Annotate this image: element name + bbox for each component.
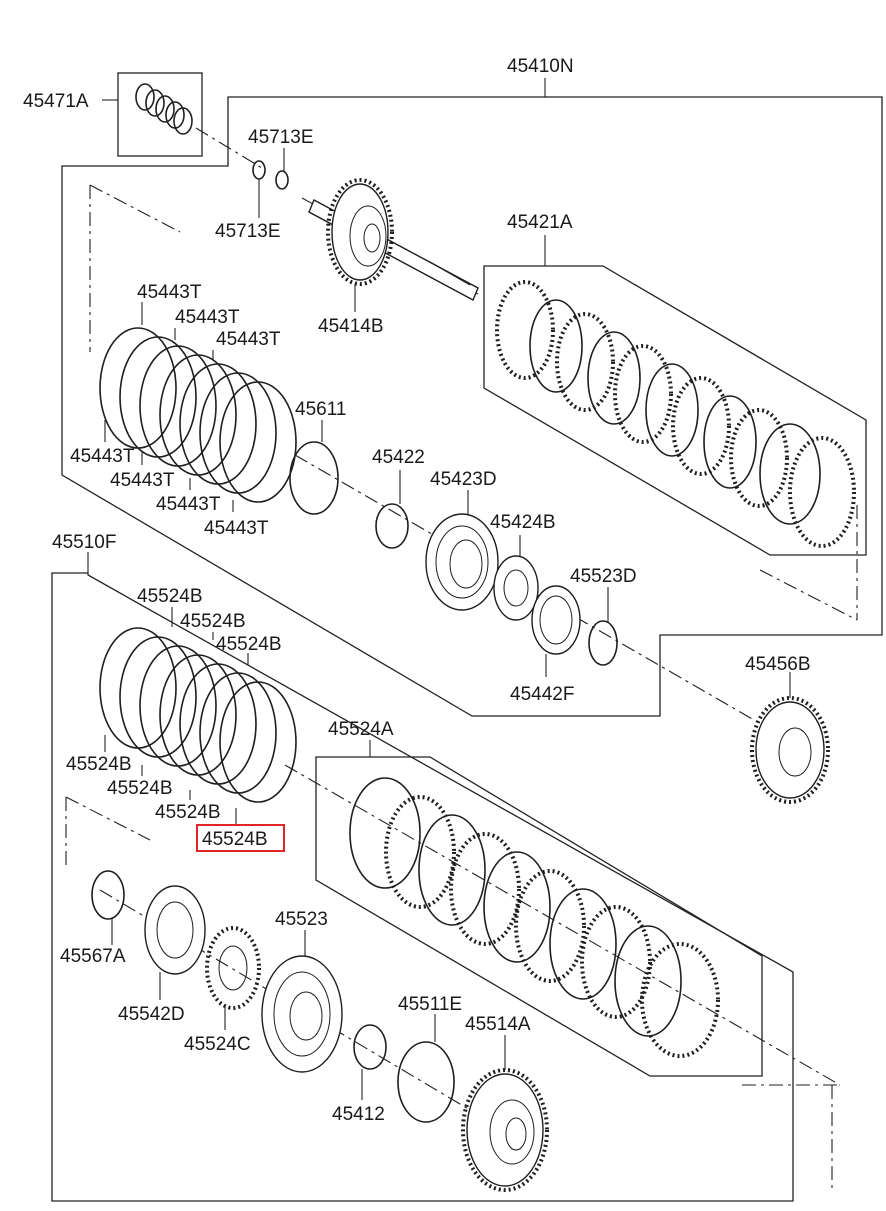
assembly-outline-45510F [51, 572, 794, 1202]
part-ring-45713E-a [252, 160, 266, 180]
callout-45443T-5[interactable]: 45443T [110, 470, 175, 491]
callout-45523[interactable]: 45523 [275, 909, 328, 930]
callout-45524C[interactable]: 45524C [184, 1034, 251, 1055]
callout-45414B[interactable]: 45414B [318, 316, 384, 337]
callout-45524B-5[interactable]: 45524B [107, 778, 173, 799]
part-ring-45511E [397, 1041, 455, 1123]
callout-45514A[interactable]: 45514A [465, 1014, 531, 1035]
part-ring-45422 [375, 503, 409, 549]
callout-45456B[interactable]: 45456B [745, 654, 811, 675]
callout-45443T-6[interactable]: 45443T [156, 494, 221, 515]
part-ring-45713E-b [275, 170, 289, 190]
callout-45443T-1[interactable]: 45443T [137, 282, 202, 303]
callout-45510F[interactable]: 45510F [52, 532, 116, 553]
callout-45423D[interactable]: 45423D [430, 469, 497, 490]
part-piston-45523 [261, 955, 343, 1073]
callout-45443T-2[interactable]: 45443T [175, 307, 240, 328]
assembly-outline-45410N [61, 96, 883, 717]
callout-45410N[interactable]: 45410N [507, 56, 574, 77]
callout-45524B-6[interactable]: 45524B [155, 802, 221, 823]
part-seal-rings-45443T [99, 327, 297, 503]
callout-45422[interactable]: 45422 [372, 447, 425, 468]
part-ring-45412 [353, 1024, 387, 1070]
callout-45511E[interactable]: 45511E [398, 994, 462, 1015]
callout-45443T-7[interactable]: 45443T [204, 518, 269, 539]
callout-45421A[interactable]: 45421A [507, 212, 573, 233]
callout-45524B-3[interactable]: 45524B [216, 634, 282, 655]
callout-45412[interactable]: 45412 [332, 1104, 385, 1125]
part-spring-45524C [205, 926, 261, 1010]
callout-45524B-highlight[interactable]: 45524B [202, 829, 268, 850]
part-retainer-45424B [493, 555, 539, 621]
part-seal-rings-45524B [99, 627, 297, 803]
part-spring-45471A [135, 83, 193, 135]
part-plate-45542D [144, 885, 206, 975]
callout-45713E-bottom[interactable]: 45713E [215, 221, 281, 242]
callout-45443T-3[interactable]: 45443T [216, 329, 281, 350]
callout-45567A[interactable]: 45567A [60, 946, 126, 967]
part-drum-45456B [750, 696, 830, 804]
callout-45471A[interactable]: 45471A [23, 91, 89, 112]
part-plate-45442F [531, 585, 581, 655]
part-ring-45567A [91, 870, 125, 920]
callout-45523D[interactable]: 45523D [570, 566, 637, 587]
callout-45442F[interactable]: 45442F [510, 684, 574, 705]
callout-45424B[interactable]: 45424B [490, 512, 556, 533]
assembly-outline-45524A [315, 756, 763, 1077]
part-shaft-45414B [308, 178, 479, 301]
callout-45524B-1[interactable]: 45524B [137, 586, 203, 607]
callout-45524A[interactable]: 45524A [328, 719, 394, 740]
part-ring-45611 [289, 441, 339, 515]
callout-45713E-top[interactable]: 45713E [248, 127, 314, 148]
callout-45443T-4[interactable]: 45443T [70, 446, 135, 467]
callout-labels: 45410N 45471A 45713E 45713E 45414B 45421… [23, 56, 811, 1125]
callout-45524B-4[interactable]: 45524B [66, 754, 132, 775]
highlight-box-45524B [196, 824, 285, 852]
part-clutch-pack-45421A [495, 280, 856, 548]
part-clutch-pack-45524A [349, 777, 720, 1058]
callout-45524B-2[interactable]: 45524B [180, 611, 246, 632]
part-drum-45514A [461, 1068, 549, 1192]
assembly-outline-45421A [483, 265, 867, 556]
part-ring-45523D [588, 620, 618, 666]
callout-45542D[interactable]: 45542D [118, 1004, 185, 1025]
part-piston-45423D [425, 513, 499, 611]
leader-lines [87, 78, 791, 1100]
assembly-outline-45471A [117, 72, 203, 157]
callout-45611[interactable]: 45611 [295, 399, 346, 420]
